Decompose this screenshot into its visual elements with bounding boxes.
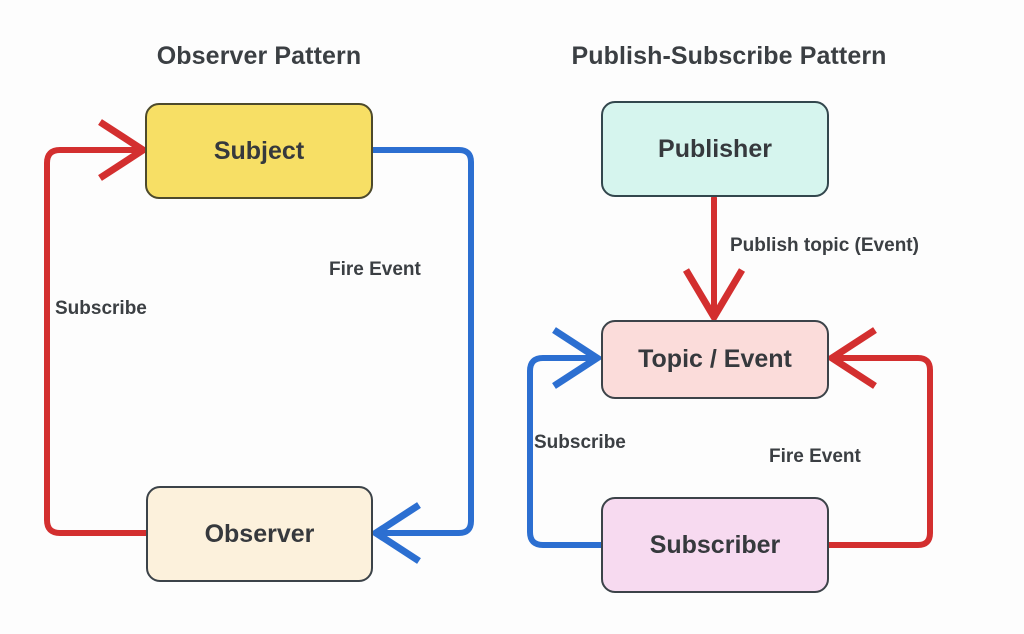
edge-subject-to-observer — [369, 147, 474, 564]
node-topic-event[interactable]: Topic / Event — [601, 320, 829, 399]
panel-title-observer-pattern: Observer Pattern — [156, 42, 362, 70]
edge-publisher-to-topic — [682, 195, 746, 324]
panel-title-publish-subscribe-pattern: Publish-Subscribe Pattern — [571, 42, 887, 70]
node-observer[interactable]: Observer — [146, 486, 373, 582]
node-subscriber[interactable]: Subscriber — [601, 497, 829, 593]
node-publisher[interactable]: Publisher — [601, 101, 829, 197]
edge-observer-to-subject — [44, 119, 150, 536]
edge-subscriber-to-topic-fire — [825, 327, 933, 548]
node-subject[interactable]: Subject — [145, 103, 373, 199]
edge-label-publish-topic: Publish topic (Event) — [730, 235, 919, 256]
edge-label-fire-event-observer: Fire Event — [329, 259, 421, 280]
edge-label-fire-event-pubsub: Fire Event — [769, 446, 861, 467]
edge-label-subscribe-pubsub: Subscribe — [534, 432, 626, 453]
edge-label-subscribe-observer: Subscribe — [55, 298, 147, 319]
